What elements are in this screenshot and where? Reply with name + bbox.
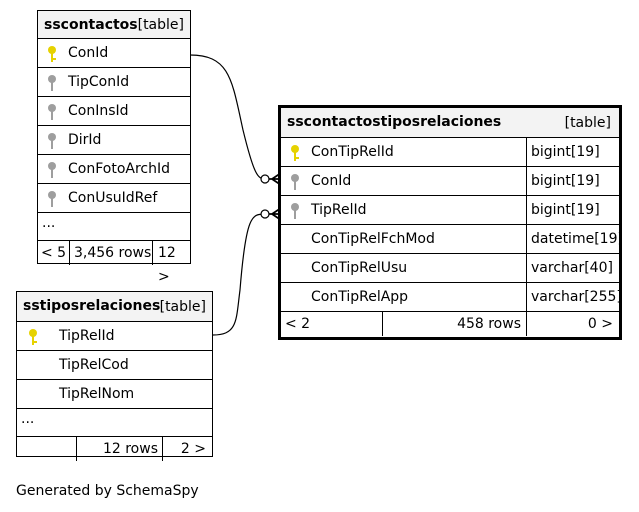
foreign-key-icon xyxy=(46,74,58,96)
column-row[interactable]: ConInsId xyxy=(38,97,190,126)
column-name: ConInsId xyxy=(68,103,129,119)
table-footer: < 5 3,456 rows 12 > xyxy=(38,241,190,285)
foreign-key-icon xyxy=(46,161,58,183)
column-name: ConUsuIdRef xyxy=(68,190,158,206)
column-row[interactable]: ConId xyxy=(38,39,190,68)
table-kind: [table] xyxy=(159,299,206,315)
foreign-key-icon xyxy=(46,103,58,125)
row-count: 458 rows xyxy=(382,312,526,336)
primary-key-icon xyxy=(289,144,301,166)
column-row[interactable]: ConFotoArchId xyxy=(38,155,190,184)
table-name[interactable]: sstiposrelaciones xyxy=(23,298,161,314)
primary-key-icon xyxy=(27,328,39,350)
parents-link[interactable]: < 2 xyxy=(285,316,311,332)
column-type: bigint[19] xyxy=(526,196,619,224)
column-name: ConTipRelId xyxy=(311,144,394,160)
table-sstiposrelaciones[interactable]: sstiposrelaciones [table] TipRelId TipRe… xyxy=(16,291,213,461)
column-row[interactable]: TipConId xyxy=(38,68,190,97)
edge-sstiposrelaciones-tiprelid xyxy=(212,213,266,336)
parents-link[interactable]: < 5 xyxy=(41,245,67,261)
column-type: bigint[19] xyxy=(526,167,619,195)
column-type: bigint[19] xyxy=(526,138,619,166)
column-row[interactable]: DirId xyxy=(38,126,190,155)
column-name: DirId xyxy=(68,132,102,148)
column-row[interactable]: ConUsuIdRef xyxy=(38,184,190,213)
column-name: ConTipRelUsu xyxy=(311,260,408,276)
column-row[interactable]: ConTipRelId bigint[19] xyxy=(281,138,619,167)
table-kind: [table] xyxy=(137,17,184,33)
table-header: sstiposrelaciones [table] xyxy=(17,292,212,322)
column-name: ConTipRelApp xyxy=(311,289,409,305)
table-footer: 12 rows 2 > xyxy=(17,437,212,461)
foreign-key-icon xyxy=(289,202,301,224)
more-columns-row[interactable]: ... xyxy=(17,409,212,437)
column-row[interactable]: ConId bigint[19] xyxy=(281,167,619,196)
table-name[interactable]: sscontactostiposrelaciones xyxy=(287,114,502,130)
foreign-key-icon xyxy=(289,173,301,195)
row-count: 3,456 rows xyxy=(69,241,152,265)
children-link[interactable]: 2 > xyxy=(162,437,212,461)
parents-link[interactable] xyxy=(20,437,76,461)
table-header: sscontactostiposrelaciones [table] xyxy=(281,108,619,138)
column-row[interactable]: ConTipRelUsu varchar[40] xyxy=(281,254,619,283)
generated-by-text: Generated by SchemaSpy xyxy=(16,483,199,499)
table-sscontactostiposrelaciones[interactable]: sscontactostiposrelaciones [table] ConTi… xyxy=(278,105,623,340)
column-row[interactable]: ConTipRelFchMod datetime[19] xyxy=(281,225,623,254)
edge-sscontactos-conid xyxy=(189,54,266,180)
column-name: TipRelId xyxy=(311,202,367,218)
primary-key-icon xyxy=(46,45,58,67)
children-link[interactable]: 12 > xyxy=(152,241,190,285)
foreign-key-icon xyxy=(46,132,58,154)
more-columns-row[interactable]: ... xyxy=(38,213,190,241)
table-kind: [table] xyxy=(564,115,611,131)
column-name: ConFotoArchId xyxy=(68,161,170,177)
ellipsis: ... xyxy=(42,215,56,231)
column-type: varchar[40] xyxy=(526,254,619,282)
column-name: ConId xyxy=(311,173,352,189)
row-count: 12 rows xyxy=(76,437,162,461)
column-name: TipConId xyxy=(68,74,130,90)
column-row[interactable]: TipRelId xyxy=(17,322,212,351)
ellipsis: ... xyxy=(21,411,35,427)
column-name: TipRelCod xyxy=(59,357,129,373)
column-type: varchar[255] xyxy=(526,283,622,311)
column-name: ConId xyxy=(68,45,109,61)
column-name: TipRelId xyxy=(59,328,115,344)
column-row[interactable]: TipRelCod xyxy=(17,351,212,380)
table-footer: < 2 458 rows 0 > xyxy=(281,312,619,336)
edge-zero-marker xyxy=(260,174,270,184)
children-link[interactable]: 0 > xyxy=(526,312,619,336)
foreign-key-icon xyxy=(46,190,58,212)
table-header: sscontactos [table] xyxy=(38,11,190,39)
column-type: datetime[19] xyxy=(526,225,623,253)
column-row[interactable]: ConTipRelApp varchar[255] xyxy=(281,283,622,312)
column-name: ConTipRelFchMod xyxy=(311,231,435,247)
edge-zero-marker xyxy=(260,209,270,219)
table-sscontactos[interactable]: sscontactos [table] ConId TipConId ConIn… xyxy=(37,10,191,285)
column-name: TipRelNom xyxy=(59,386,135,402)
column-row[interactable]: TipRelNom xyxy=(17,380,212,409)
table-name[interactable]: sscontactos xyxy=(44,17,138,33)
column-row[interactable]: TipRelId bigint[19] xyxy=(281,196,619,225)
